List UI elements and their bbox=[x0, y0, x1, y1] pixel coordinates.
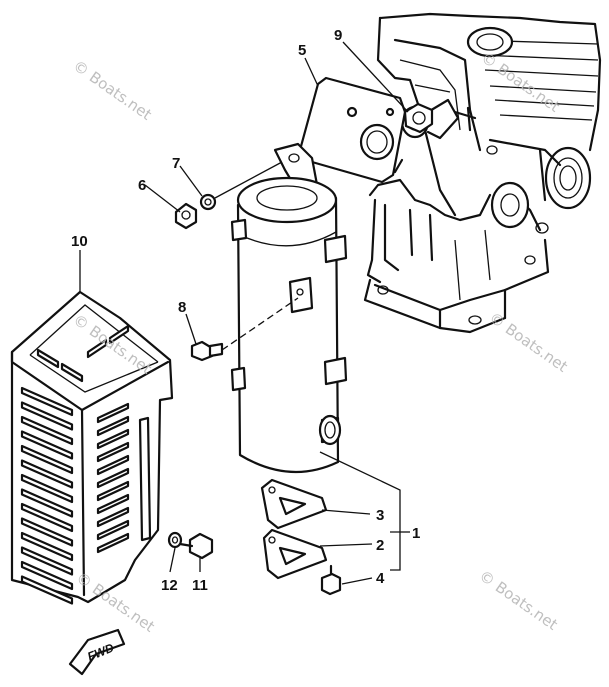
watermark-top-left: © Boats.net bbox=[70, 57, 155, 124]
nut-part-6 bbox=[174, 202, 198, 230]
vent-slot bbox=[96, 506, 130, 528]
callout-11: 11 bbox=[192, 577, 208, 594]
bolt-part-11 bbox=[178, 532, 214, 560]
callout-12: 12 bbox=[161, 577, 178, 594]
vent-slot bbox=[20, 401, 74, 431]
vent-slot bbox=[20, 575, 74, 605]
vent-slot bbox=[96, 532, 130, 554]
watermark-mid-right: © Boats.net bbox=[486, 309, 571, 376]
vent-slot bbox=[96, 467, 130, 489]
callout-7: 7 bbox=[172, 155, 180, 172]
vent-slot bbox=[96, 441, 130, 463]
vent-slots-side bbox=[96, 402, 130, 554]
nut-6-leader bbox=[214, 161, 283, 199]
vent-slot bbox=[20, 444, 74, 475]
callout-1: 1 bbox=[412, 525, 420, 542]
vent-slot bbox=[20, 386, 74, 417]
vent-slot bbox=[20, 560, 74, 591]
vent-slot bbox=[20, 430, 74, 460]
vent-slot bbox=[20, 488, 74, 518]
callout-3: 3 bbox=[376, 507, 384, 524]
callout-2: 2 bbox=[376, 537, 384, 554]
callout-5: 5 bbox=[298, 42, 306, 59]
vent-slot bbox=[20, 531, 74, 562]
forward-direction-arrow: FWD bbox=[68, 628, 126, 676]
bolt-8-leader bbox=[221, 297, 299, 351]
vent-slot bbox=[20, 459, 74, 489]
vent-slot bbox=[20, 502, 74, 533]
washer-part-12 bbox=[167, 531, 183, 549]
vent-slot bbox=[96, 480, 130, 502]
vent-slot bbox=[96, 402, 130, 424]
vent-slot bbox=[96, 519, 130, 541]
bolt-part-8 bbox=[190, 340, 224, 362]
engine-block bbox=[363, 12, 602, 334]
vent-slot bbox=[20, 517, 74, 547]
muffler-body bbox=[230, 142, 348, 474]
exhaust-gasket-part-5 bbox=[298, 76, 407, 184]
heat-protector-part-10 bbox=[10, 290, 174, 605]
callout-4: 4 bbox=[376, 570, 385, 587]
screw-part-4 bbox=[320, 564, 342, 596]
vent-slot bbox=[96, 415, 130, 437]
washer-part-7 bbox=[199, 193, 217, 211]
vent-slot bbox=[96, 493, 130, 515]
vent-slot bbox=[20, 546, 74, 576]
callout-10: 10 bbox=[71, 233, 88, 250]
callout-9: 9 bbox=[334, 27, 342, 44]
callout-labels: 1 2 3 4 5 6 7 8 9 10 11 12 bbox=[71, 27, 420, 594]
watermark-bottom-right: © Boats.net bbox=[476, 567, 561, 634]
vent-slots bbox=[20, 386, 74, 605]
vent-slot bbox=[96, 454, 130, 476]
gasket-part-2 bbox=[262, 528, 328, 580]
callout-leaders bbox=[79, 41, 410, 585]
callout-8: 8 bbox=[178, 299, 186, 316]
vent-slot bbox=[96, 428, 130, 450]
callout-6: 6 bbox=[138, 177, 146, 194]
gasket-part-3 bbox=[260, 478, 328, 530]
vent-slot bbox=[20, 415, 74, 446]
nut-part-9 bbox=[403, 102, 434, 134]
vent-slot bbox=[20, 473, 74, 504]
